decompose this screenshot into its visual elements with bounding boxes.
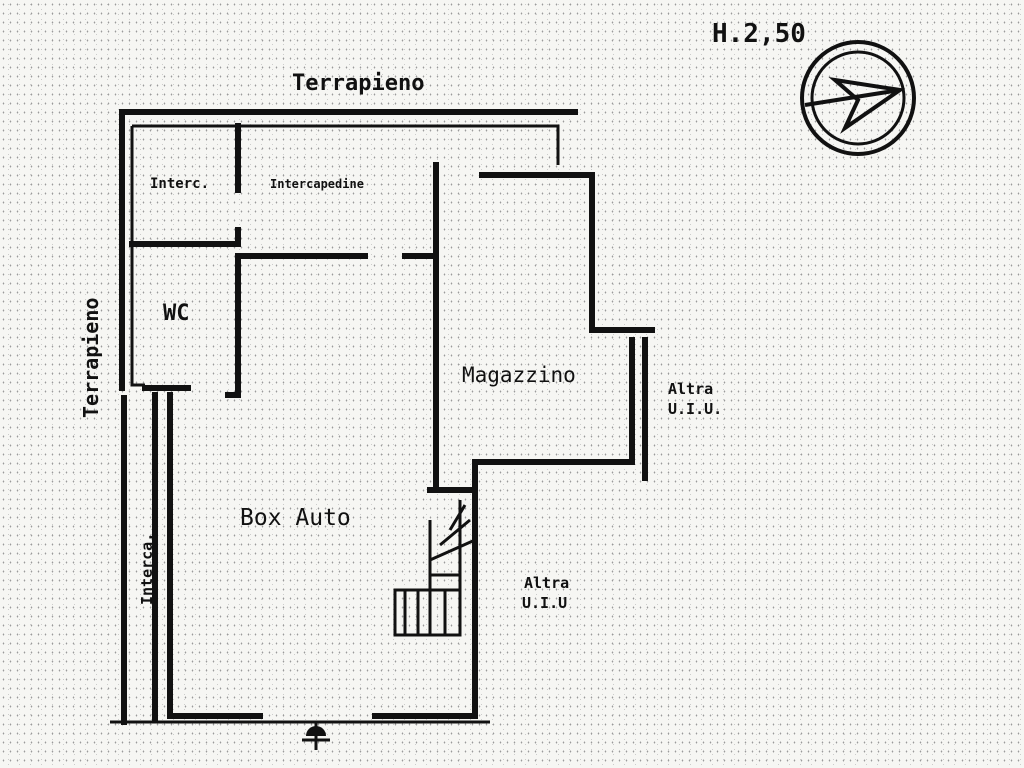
compass <box>800 40 916 156</box>
label-box-auto: Box Auto <box>240 505 351 531</box>
label-interc: Interc. <box>150 176 209 192</box>
label-wc: WC <box>163 301 190 326</box>
height-label: H.2,50 <box>712 19 806 49</box>
label-altra-uiu-1-line1: Altra <box>668 380 713 398</box>
label-terrapieno-top: Terrapieno <box>292 71 424 96</box>
label-altra-uiu-2-line2: U.I.U <box>522 594 567 612</box>
label-magazzino: Magazzino <box>462 363 576 387</box>
label-altra-uiu-1-line2: U.I.U. <box>668 400 722 418</box>
entrance-arrow-icon <box>302 722 330 750</box>
label-intercapedine: Intercapedine <box>270 177 364 191</box>
label-terrapieno-left: Terrapieno <box>79 298 103 418</box>
label-altra-uiu-2-line1: Altra <box>524 574 569 592</box>
staircase <box>393 500 476 637</box>
label-interca: Interca. <box>138 533 156 605</box>
north-arrow-icon <box>804 76 906 134</box>
walls <box>110 109 655 725</box>
